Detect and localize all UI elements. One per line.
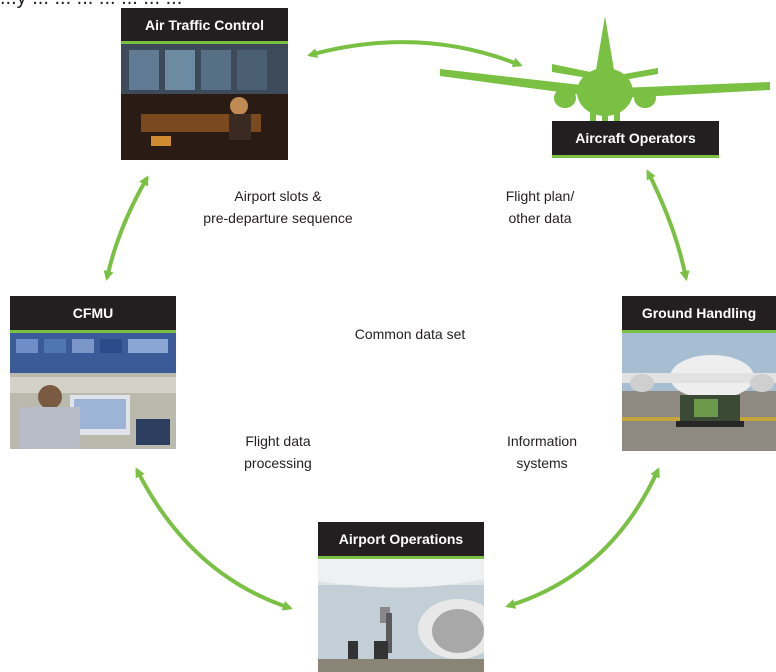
caption-airport-slots: Airport slots & pre-departure sequence (178, 185, 378, 229)
ground-handling-label: Ground Handling (622, 296, 776, 333)
arrow-cfmu-airport-operations (135, 467, 293, 611)
arrow-ground-handling-airport-operations (505, 467, 660, 609)
airplane-icon (440, 14, 770, 124)
caption-airport-slots-line1: Airport slots & (234, 188, 322, 204)
caption-flight-plan: Flight plan/ other data (480, 185, 600, 229)
cut-off-heading: ...y ... ... ... ... ... ... ... (0, 0, 776, 10)
aircraft-engine-photo (318, 559, 484, 672)
caption-flight-data-line1: Flight data (245, 433, 311, 449)
atc-label: Air Traffic Control (121, 8, 288, 44)
arrow-aircraft-operators-ground-handling (646, 169, 690, 281)
airport-operations-label: Airport Operations (318, 522, 484, 559)
center-label: Common data set (354, 326, 466, 342)
caption-information-systems: Information systems (482, 430, 602, 474)
caption-information-systems-line2: systems (516, 455, 568, 471)
operations-room-photo (10, 333, 176, 449)
aircraft-operators-label: Aircraft Operators (552, 121, 719, 158)
arrow-atc-cfmu (103, 175, 149, 281)
caption-information-systems-line1: Information (506, 433, 578, 449)
caption-flight-plan-line1: Flight plan/ (505, 188, 575, 204)
cfmu-label: CFMU (10, 296, 176, 333)
aircraft-tug-photo (622, 333, 776, 451)
control-tower-photo (121, 44, 288, 160)
caption-flight-plan-line2: other data (508, 210, 572, 226)
caption-airport-slots-line2: pre-departure sequence (203, 210, 353, 226)
arrow-atc-aircraft-operators (307, 40, 523, 68)
caption-flight-data-line2: processing (244, 455, 312, 471)
caption-flight-data: Flight data processing (218, 430, 338, 474)
